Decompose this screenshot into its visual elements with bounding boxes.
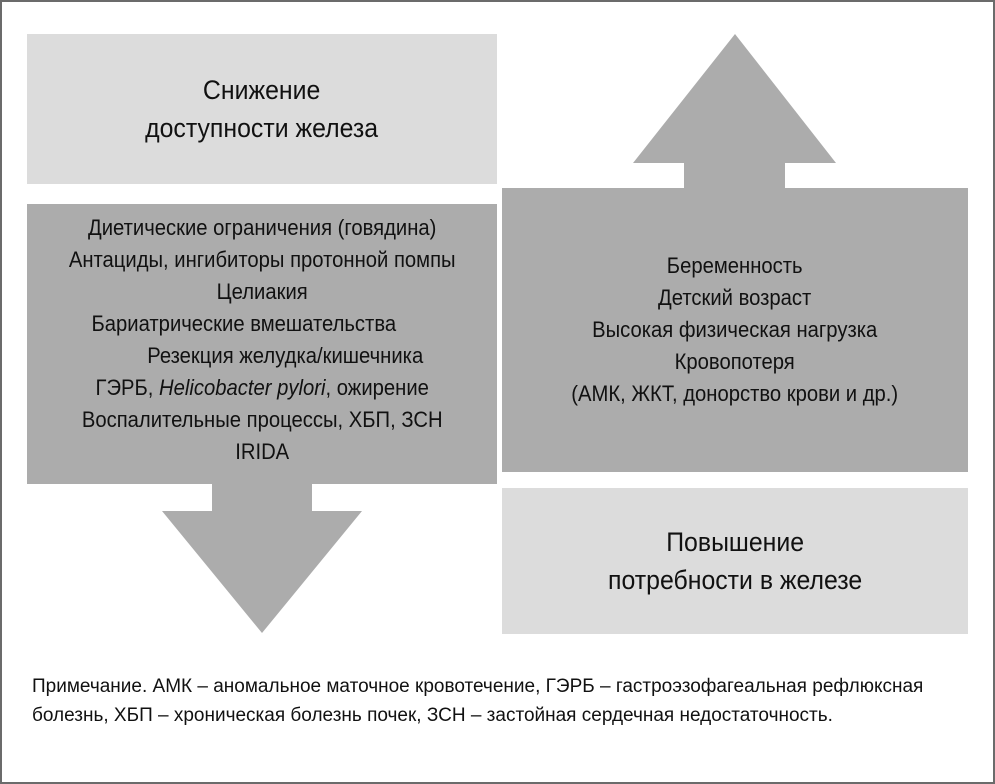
- cause-item: Целиакия: [216, 279, 308, 304]
- header-line: потребности в железе: [607, 565, 863, 595]
- increased-need-causes: Беременность Детский возраст Высокая физ…: [502, 188, 968, 472]
- cause-item: Беременность: [667, 253, 803, 278]
- cause-item: Высокая физическая нагрузка: [592, 317, 878, 342]
- header-line: Повышение: [666, 527, 804, 557]
- cause-item-text: ГЭРБ,: [95, 375, 159, 400]
- decreased-availability-header: Снижение доступности железа: [27, 34, 497, 184]
- cause-item-text: , ожирение: [325, 375, 429, 400]
- cause-item: Диетические ограничения (говядина): [87, 215, 437, 240]
- cause-item: Воспалительные процессы, ХБП, ЗСН: [81, 407, 443, 432]
- cause-item: IRIDA: [234, 439, 289, 464]
- cause-item: (АМК, ЖКТ, донорство крови и др.): [571, 381, 899, 406]
- header-line: Снижение: [203, 75, 321, 105]
- cause-item: ГЭРБ, Helicobacter pylori, ожирение: [69, 372, 456, 404]
- footnote: Примечание. АМК – аномальное маточное кр…: [32, 676, 924, 726]
- cause-item: Резекция желудка/кишечника: [146, 343, 423, 368]
- up-arrow: [633, 34, 836, 192]
- header-line: доступности железа: [145, 113, 379, 143]
- decreased-availability-causes: Диетические ограничения (говядина) Антац…: [27, 204, 497, 484]
- cause-item: Бариатрические вмешательства: [91, 311, 396, 336]
- cause-item: Кровопотеря: [674, 349, 796, 374]
- down-arrow: [162, 480, 362, 633]
- cause-item-italic: Helicobacter pylori: [158, 375, 326, 400]
- increased-need-header: Повышение потребности в железе: [502, 488, 968, 634]
- cause-item: Антациды, ингибиторы протонной помпы: [68, 247, 456, 272]
- cause-item: Детский возраст: [658, 285, 812, 310]
